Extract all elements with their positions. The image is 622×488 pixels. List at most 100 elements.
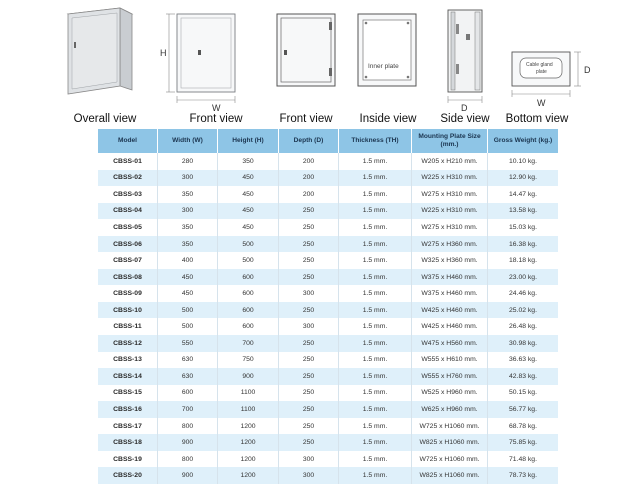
cell-model: CBSS-10 [98,301,158,319]
cable-gland-text: Cable gland [526,62,553,68]
header-width: Width (W) [158,129,218,153]
header-gross-weight: Gross Weight (kg.) [488,129,558,153]
cell-model: CBSS-15 [98,384,158,402]
cell-depth: 300 [279,318,339,336]
cell-depth: 250 [279,219,339,236]
front-dim-w: W [212,103,221,113]
cell-depth: 250 [279,368,339,385]
cell-gross-weight: 75.85 kg. [488,434,558,451]
cell-depth: 200 [279,153,339,170]
cell-width: 450 [158,268,218,286]
cell-height: 450 [218,202,279,220]
cell-thickness: 1.5 mm. [339,401,412,418]
cell-model: CBSS-04 [98,202,158,220]
cell-thickness: 1.5 mm. [339,318,412,336]
cell-mounting-plate: W275 x H310 mm. [412,219,488,236]
cell-model: CBSS-05 [98,219,158,236]
cell-mounting-plate: W725 x H1060 mm. [412,450,488,468]
cell-model: CBSS-19 [98,450,158,468]
cell-depth: 300 [279,450,339,468]
cell-depth: 250 [279,401,339,418]
cell-height: 900 [218,368,279,385]
cell-mounting-plate: W325 x H360 mm. [412,252,488,269]
cell-width: 700 [158,401,218,418]
cell-mounting-plate: W375 x H460 mm. [412,268,488,286]
cell-height: 600 [218,301,279,319]
cell-gross-weight: 12.90 kg. [488,169,558,187]
cell-width: 400 [158,252,218,269]
cell-thickness: 1.5 mm. [339,186,412,203]
bottom-view-drawing: Cable gland plate D W [511,51,591,108]
cell-depth: 250 [279,268,339,286]
cell-model: CBSS-07 [98,252,158,269]
header-depth: Depth (D) [279,129,339,153]
cell-gross-weight: 71.48 kg. [488,450,558,468]
cell-model: CBSS-09 [98,285,158,302]
cell-model: CBSS-16 [98,401,158,418]
cell-thickness: 1.5 mm. [339,169,412,187]
cell-width: 630 [158,351,218,369]
cell-model: CBSS-03 [98,186,158,203]
cell-gross-weight: 42.83 kg. [488,368,558,385]
header-mounting-plate: Mounting Plate Size (mm.) [412,129,488,153]
header-height: Height (H) [218,129,279,153]
cell-depth: 250 [279,301,339,319]
cell-width: 350 [158,219,218,236]
cell-model: CBSS-02 [98,169,158,187]
cell-gross-weight: 68.78 kg. [488,417,558,435]
cell-gross-weight: 18.18 kg. [488,252,558,269]
cell-gross-weight: 36.63 kg. [488,351,558,369]
cell-mounting-plate: W205 x H210 mm. [412,153,488,170]
cell-height: 500 [218,235,279,253]
cell-model: CBSS-01 [98,153,158,170]
cell-thickness: 1.5 mm. [339,252,412,269]
bottom-dim-d: D [584,65,591,75]
cell-width: 800 [158,417,218,435]
cell-width: 600 [158,384,218,402]
front-view-label: Front view [189,113,243,125]
cell-gross-weight: 56.77 kg. [488,401,558,418]
cell-width: 800 [158,450,218,468]
cell-width: 500 [158,318,218,336]
inside-view-label: Inside view [359,113,417,125]
cell-model: CBSS-13 [98,351,158,369]
cell-thickness: 1.5 mm. [339,301,412,319]
cell-mounting-plate: W525 x H960 mm. [412,384,488,402]
cell-depth: 250 [279,417,339,435]
cell-width: 550 [158,335,218,352]
cell-model: CBSS-11 [98,318,158,336]
front-dim-h: H [160,48,167,58]
side-dim-d: D [461,103,468,113]
cell-width: 300 [158,202,218,220]
bottom-dim-w: W [537,98,546,108]
cell-thickness: 1.5 mm. [339,268,412,286]
cell-height: 700 [218,335,279,352]
cell-height: 1200 [218,450,279,468]
cell-mounting-plate: W555 x H760 mm. [412,368,488,385]
cell-depth: 250 [279,434,339,451]
cell-gross-weight: 26.48 kg. [488,318,558,336]
cell-thickness: 1.5 mm. [339,417,412,435]
cell-mounting-plate: W825 x H1060 mm. [412,467,488,484]
cell-gross-weight: 16.38 kg. [488,235,558,253]
cell-thickness: 1.5 mm. [339,219,412,236]
cell-thickness: 1.5 mm. [339,235,412,253]
cell-height: 1100 [218,384,279,402]
cell-height: 1200 [218,417,279,435]
cell-height: 1200 [218,467,279,484]
cell-width: 450 [158,285,218,302]
cell-thickness: 1.5 mm. [339,351,412,369]
cell-depth: 300 [279,467,339,484]
